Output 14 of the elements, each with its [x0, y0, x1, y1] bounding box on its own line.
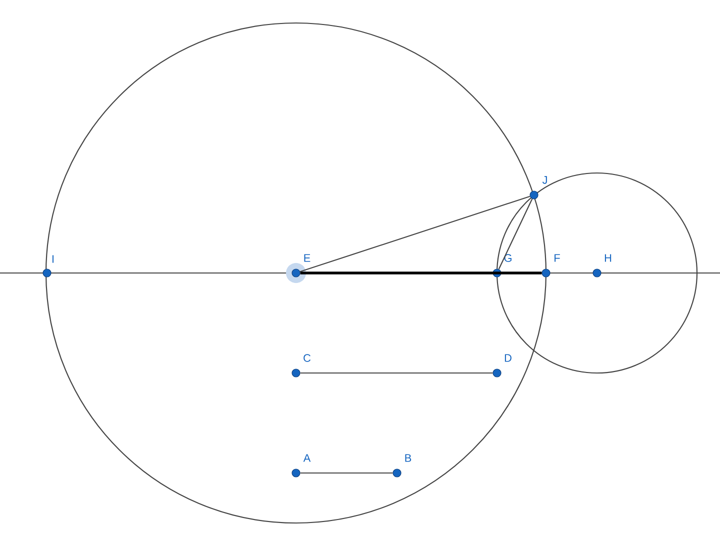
point-label: C [304, 354, 311, 362]
line-segment [300, 472, 393, 474]
point-label: H [604, 254, 612, 262]
point-label: B [405, 454, 412, 462]
point-label: F [554, 254, 560, 262]
point-label: A [303, 454, 311, 462]
line-segment [498, 198, 533, 270]
point-label: D [504, 354, 512, 362]
line-segment [300, 372, 493, 374]
line-segment [300, 272, 542, 274]
point-label: I [52, 255, 54, 263]
point-label: J [542, 176, 547, 184]
line-segment [300, 196, 530, 272]
point-label: E [304, 254, 310, 262]
